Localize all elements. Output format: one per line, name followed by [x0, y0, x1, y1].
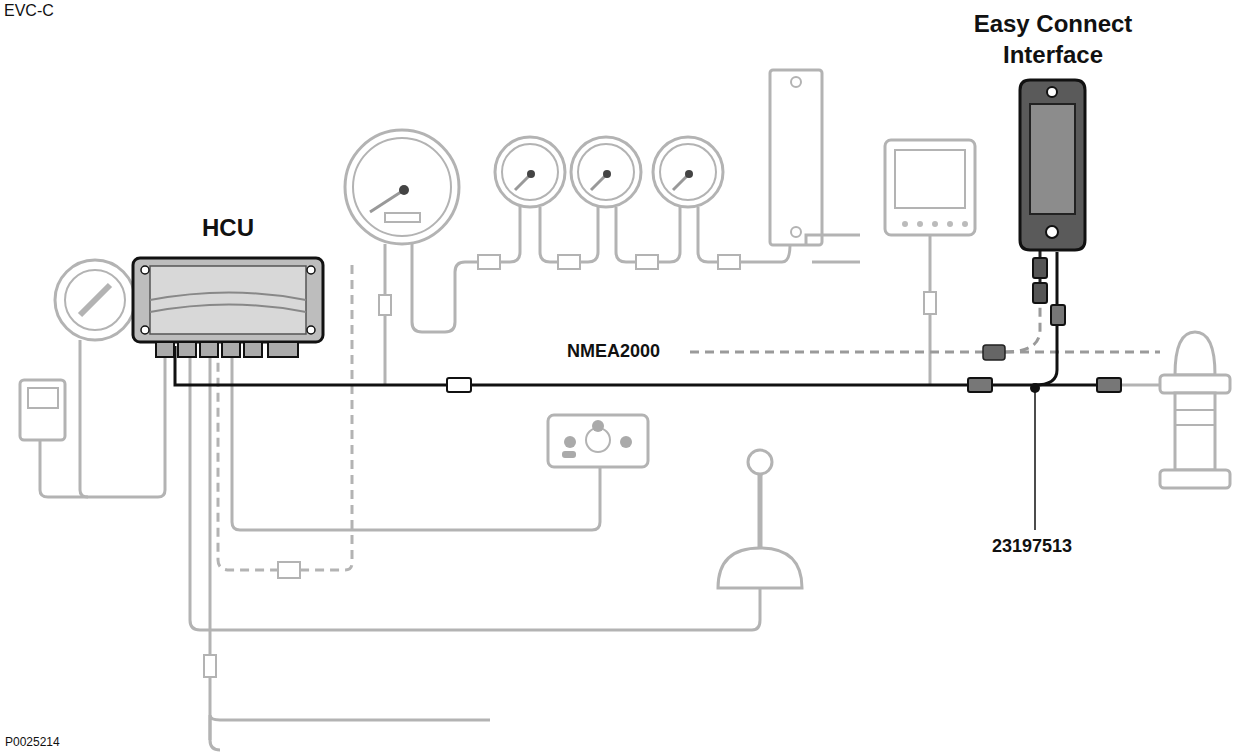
device-node: HCU	[133, 212, 323, 346]
callout-label: 23197513	[990, 536, 1074, 557]
bus-cable	[175, 252, 1057, 385]
diagram-title: EVC-C	[4, 2, 54, 20]
device-label: HCU	[133, 212, 323, 243]
callout-label: P0025214	[3, 735, 62, 749]
callout-label: NMEA2000	[565, 341, 662, 362]
device-node: Easy Connect Interface	[940, 8, 1166, 252]
device-label: Easy Connect Interface	[940, 8, 1166, 70]
